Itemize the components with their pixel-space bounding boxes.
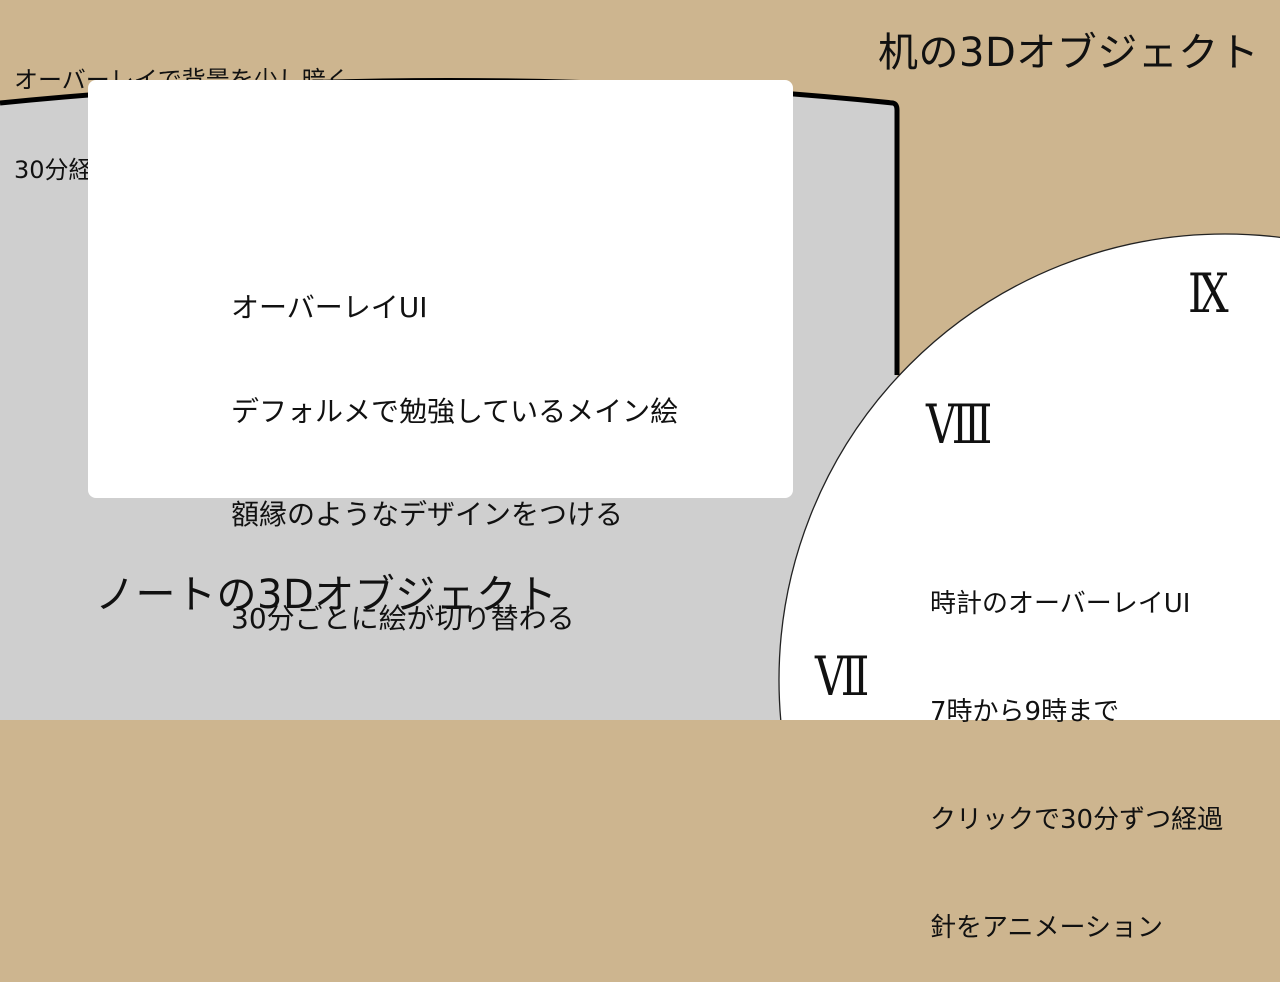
clock-numeral-nine: Ⅸ: [1188, 262, 1229, 325]
main-overlay-panel[interactable]: オーバーレイUI デフォルメで勉強しているメイン絵 額縁のようなデザインをつける…: [88, 80, 793, 635]
clock-face[interactable]: [0, 0, 1280, 720]
panel-line: 30分ごとに絵が切り替わる: [231, 601, 575, 635]
desk-label: 机の3Dオブジェクト: [878, 30, 1260, 76]
panel-line: 額縁のようなデザインをつける: [231, 498, 624, 531]
panel-line: デフォルメで勉強しているメイン絵: [231, 394, 679, 428]
clock-description: 時計のオーバーレイUI 7時から9時まで クリックで30分ずつ経過 針をアニメー…: [930, 514, 1223, 982]
clock-line: 7時から9時まで: [930, 697, 1120, 727]
clock-numeral-eight: Ⅷ: [926, 393, 993, 456]
panel-description: オーバーレイUI デフォルメで勉強しているメイン絵 額縁のようなデザインをつける…: [231, 222, 678, 705]
notebook-label: ノートの3Dオブジェクト: [95, 572, 558, 618]
clock-line: 時計のオーバーレイUI: [930, 589, 1191, 619]
clock-line: 針をアニメーション: [930, 913, 1163, 943]
clock-line: クリックで30分ずつ経過: [930, 805, 1224, 835]
clock-numeral-seven: Ⅶ: [815, 645, 870, 708]
panel-line: オーバーレイUI: [231, 291, 428, 324]
